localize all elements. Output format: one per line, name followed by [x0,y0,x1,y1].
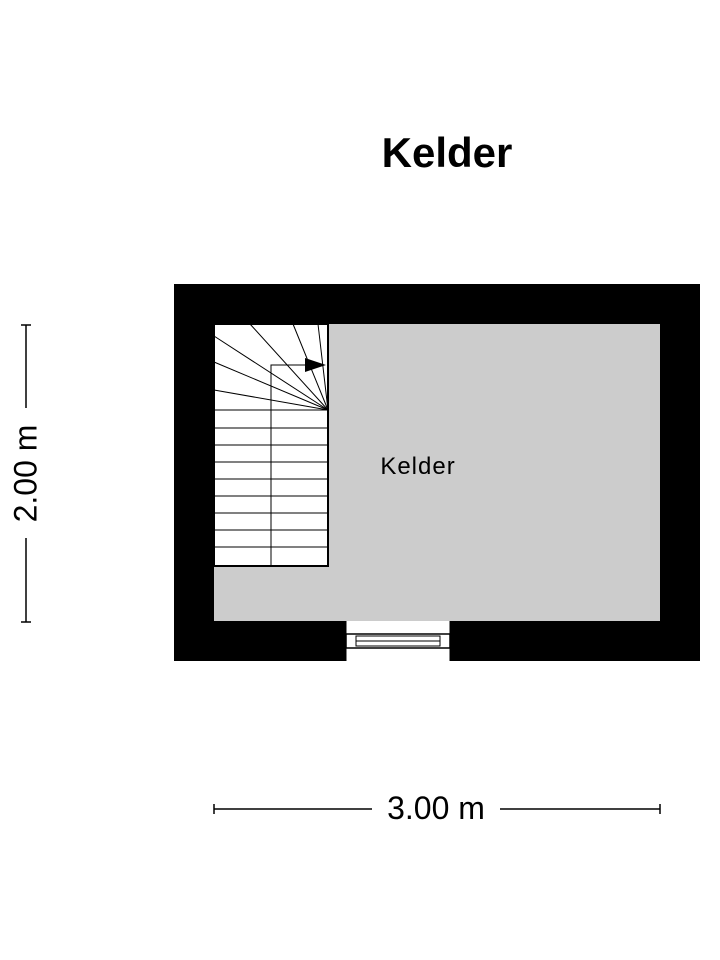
window [345,621,451,661]
dimension-height: 2.00 m [4,408,48,538]
room-label: Kelder [380,453,456,480]
dimension-width-label: 3.00 m [387,790,485,826]
dimension-height-label: 2.00 m [7,424,44,522]
staircase [213,323,329,567]
dimension-line-vertical [21,324,31,623]
floor-title: Kelder [381,129,513,176]
stair-arrow-icon [305,358,326,372]
dimension-line-horizontal [213,804,661,814]
